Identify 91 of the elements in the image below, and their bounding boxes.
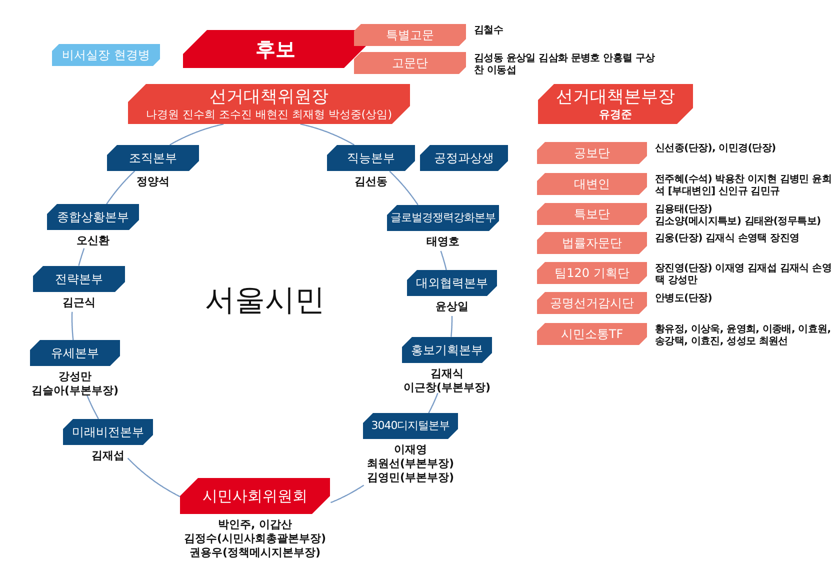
box-title: 글로벌경쟁력강화본부 xyxy=(390,211,496,225)
connector-line xyxy=(330,484,364,504)
org-box xyxy=(537,323,647,345)
member-names: 이재영 xyxy=(393,443,428,457)
box-title: 미래비전본부 xyxy=(72,424,144,440)
member-names: 김용태(단장) xyxy=(655,204,714,216)
org-box xyxy=(107,145,199,171)
org-box xyxy=(128,84,410,124)
box-subtitle: 유경준 xyxy=(599,108,632,121)
member-names: 윤상일 xyxy=(436,300,468,314)
member-names: 정양석 xyxy=(136,175,170,189)
box-title: 팀120 기획단 xyxy=(554,266,630,280)
center-label: 서울시민 xyxy=(205,282,325,320)
box-title: 전략본부 xyxy=(55,272,103,286)
member-names: 최원선(부본부장) xyxy=(366,456,454,470)
member-names: 이근창(부본부장) xyxy=(403,380,491,394)
member-names: 김선동 xyxy=(354,175,388,189)
org-box xyxy=(354,24,466,46)
member-names: 오신환 xyxy=(76,234,110,248)
box-title: 비서실장 현경병 xyxy=(62,48,150,62)
connector-line xyxy=(428,392,438,414)
org-box xyxy=(180,478,330,514)
box-title: 공정과상생 xyxy=(434,150,494,166)
member-names: 안병도(단장) xyxy=(655,293,714,304)
box-title: 홍보기획본부 xyxy=(411,342,483,358)
connector-line xyxy=(86,394,100,420)
org-box xyxy=(327,145,415,171)
box-title: 특보단 xyxy=(574,206,610,222)
box-title: 3040디지털본부 xyxy=(371,419,450,433)
org-box xyxy=(33,266,125,292)
org-box xyxy=(63,419,153,445)
org-box xyxy=(538,84,693,124)
org-box xyxy=(363,413,458,439)
connector-line xyxy=(127,458,180,498)
member-names: 김소양(메시지특보) 김태완(정무특보) xyxy=(655,216,822,227)
box-title: 공명선거감시단 xyxy=(550,296,634,310)
org-box xyxy=(407,270,497,296)
member-names: 황유정, 이상욱, 윤영희, 이종배, 이효원, 송강택, 이효진, 성성모 최원선 xyxy=(655,324,832,347)
connector-line xyxy=(389,170,418,206)
box-title: 공보단 xyxy=(574,146,610,160)
org-box xyxy=(387,205,499,231)
member-names: 강성만 xyxy=(58,370,92,384)
member-names: 권용우(정책메시지본부장) xyxy=(188,546,322,560)
connector-line xyxy=(300,124,354,146)
org-box xyxy=(537,262,647,284)
org-box xyxy=(52,44,160,66)
connector-line xyxy=(440,250,447,270)
box-title: 직능본부 xyxy=(347,150,395,166)
org-box xyxy=(537,232,647,254)
org-box xyxy=(537,203,647,225)
org-box xyxy=(537,142,647,164)
connector-line xyxy=(450,316,453,337)
member-names: 김웅(단장) 김재식 손영택 장진영 xyxy=(655,233,800,244)
org-box xyxy=(47,204,139,230)
org-box xyxy=(420,145,508,171)
org-box xyxy=(402,337,492,363)
member-names: 김재섭 xyxy=(92,449,124,463)
member-names: 김철수 xyxy=(474,25,504,36)
member-names: 김슬아(부본부장) xyxy=(31,384,119,398)
org-box xyxy=(30,340,120,366)
connector-line xyxy=(78,248,85,266)
member-names: 태영호 xyxy=(426,235,460,249)
org-box xyxy=(537,173,647,195)
member-names: 전주혜(수석) 박용찬 이지현 김병민 윤희석 [부대변인] 신인규 김민규 xyxy=(655,174,832,197)
box-title: 유세본부 xyxy=(51,346,99,360)
connector-line xyxy=(169,124,224,146)
box-title: 고문단 xyxy=(392,56,428,70)
box-title: 선거대책본부장 xyxy=(556,87,675,108)
box-title: 후보 xyxy=(256,37,296,61)
member-names: 김정수(시민사회총괄본부장) xyxy=(184,532,326,546)
box-title: 법률자문단 xyxy=(562,236,622,250)
member-names: 박인주, 이갑산 xyxy=(216,518,293,532)
box-title: 선거대책위원장 xyxy=(210,87,328,108)
connector-line xyxy=(106,170,136,204)
member-names: 김근식 xyxy=(62,296,96,310)
org-box xyxy=(354,52,466,74)
member-names: 장진영(단장) 이재영 김재섭 김재식 손영택 강성만 xyxy=(655,263,832,286)
connector-line xyxy=(71,312,74,340)
box-title: 종합상황본부 xyxy=(57,210,129,224)
box-subtitle: 나경원 진수희 조수진 배현진 최재형 박성중(상임) xyxy=(146,108,392,121)
member-names: 김영민(부본부장) xyxy=(366,470,454,484)
org-box xyxy=(537,292,647,314)
box-title: 특별고문 xyxy=(386,28,434,42)
member-names: 신선종(단장), 이민경(단장) xyxy=(655,143,777,154)
box-title: 대외협력본부 xyxy=(416,276,488,290)
member-names: 김성동 윤상일 김삼화 문병호 안홍렬 구상찬 이동섭 xyxy=(474,53,656,76)
box-title: 조직본부 xyxy=(129,150,177,166)
box-title: 대변인 xyxy=(574,176,610,192)
box-title: 시민소통TF xyxy=(560,326,624,342)
box-title: 시민사회위원회 xyxy=(202,487,308,505)
member-names: 김재식 xyxy=(430,367,464,381)
